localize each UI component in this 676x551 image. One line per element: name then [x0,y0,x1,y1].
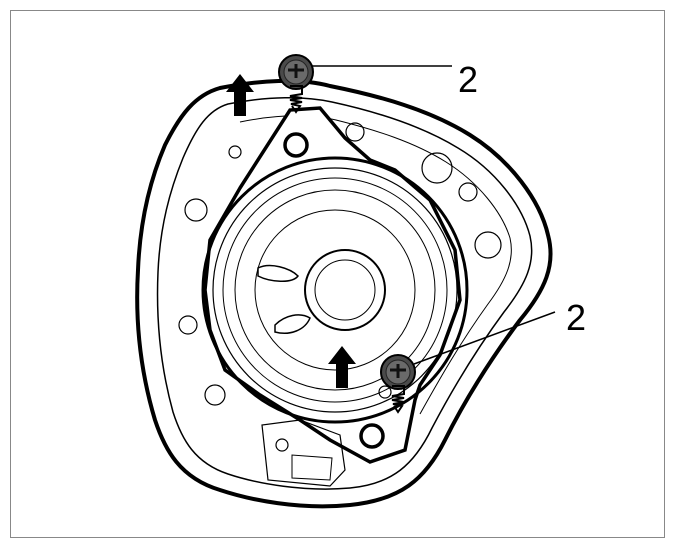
cone-ring [234,189,436,391]
cone-tab [274,314,311,334]
callout-label-top: 2 [458,59,478,100]
inner-housing-rim [156,96,533,490]
cone-ring [222,177,448,403]
housing-groove [239,115,512,415]
housing-hole [228,145,242,159]
mounting-hole-bottom [359,423,385,449]
arrow-up-icon [226,74,254,116]
mounting-hole-top [283,132,309,158]
housing-hole [184,198,208,222]
cone-ring [254,209,416,371]
cone-ring [212,167,458,413]
dust-cap [304,249,386,331]
housing-hole [421,152,453,184]
housing-hole [178,315,198,335]
cone-ring-outer [201,156,469,424]
terminal-block [261,419,346,487]
dust-cap-inner [314,259,376,321]
housing-hole [458,182,478,202]
callout-leader-bottom [413,311,556,365]
outer-housing [135,78,553,509]
housing-hole [378,385,392,399]
housing-hole [275,438,289,452]
housing-hole [204,384,226,406]
cone-tab [257,264,299,282]
screw-icon [277,53,315,114]
terminal-slot [291,454,333,481]
housing-hole [474,231,502,259]
housing-hole [345,122,365,142]
callout-label-bottom: 2 [566,297,586,338]
